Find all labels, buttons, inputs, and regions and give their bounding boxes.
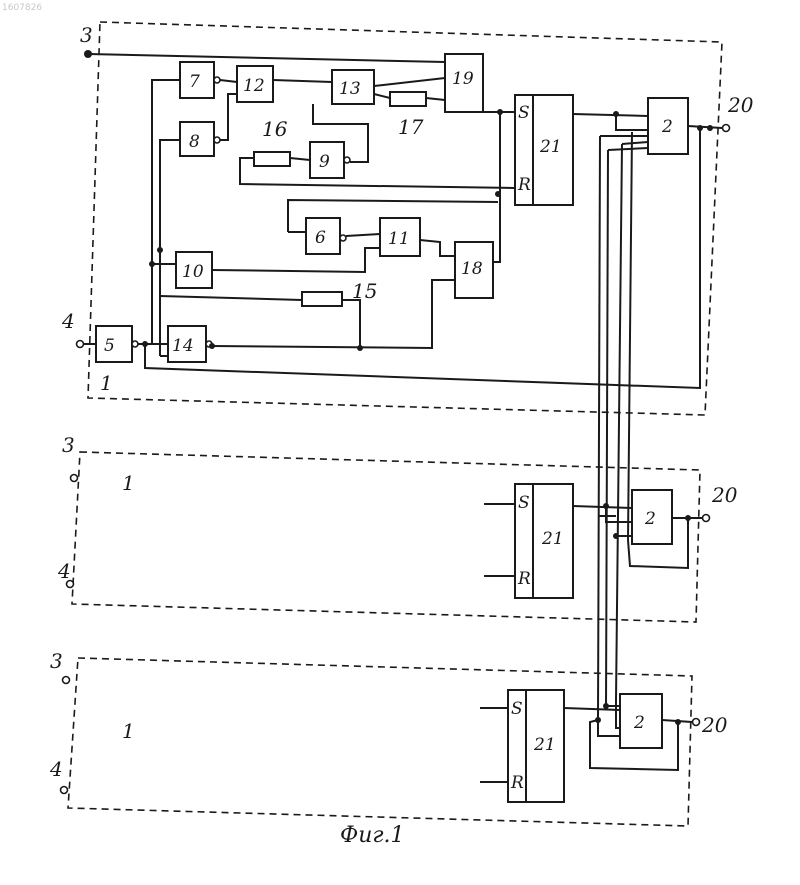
svg-text:S: S <box>518 493 530 513</box>
block-2-top-label: 2 <box>661 117 673 137</box>
svg-text:R: R <box>517 569 531 589</box>
block-10-label: 10 <box>182 262 204 282</box>
block-7-label: 7 <box>189 72 200 92</box>
resistor-16-label: 16 <box>262 117 288 141</box>
terminal-20-middle-label: 20 <box>711 483 738 507</box>
terminal-4-label: 4 <box>61 309 75 333</box>
svg-text:21: 21 <box>533 735 556 755</box>
svg-text:S: S <box>511 699 523 719</box>
svg-text:4: 4 <box>57 559 71 583</box>
svg-text:R: R <box>510 773 524 793</box>
block-6-label: 6 <box>315 228 326 248</box>
block-11-label: 11 <box>388 229 410 249</box>
terminal-4-bottom <box>61 787 68 794</box>
resistor-17-label: 17 <box>398 115 424 139</box>
module-middle-label: 1 <box>122 471 135 495</box>
block-8-label: 8 <box>189 132 200 152</box>
module-middle: 3 4 1 S R 21 2 20 <box>57 433 738 622</box>
resistor-15 <box>302 292 342 306</box>
block-18-label: 18 <box>461 259 483 279</box>
block-13-label: 13 <box>339 79 361 99</box>
inter-module-bus <box>598 132 632 720</box>
block-12-label: 12 <box>243 76 265 96</box>
svg-text:3: 3 <box>62 433 75 457</box>
terminal-4-middle <box>67 581 74 588</box>
module-bottom-label: 1 <box>122 719 135 743</box>
svg-text:S: S <box>518 103 530 123</box>
terminal-20-top-label: 20 <box>727 93 754 117</box>
svg-text:2: 2 <box>633 713 645 733</box>
terminal-4 <box>77 341 84 348</box>
trigger-21-label: 21 <box>539 137 562 157</box>
resistor-16 <box>254 152 290 166</box>
terminal-3-label: 3 <box>80 23 93 47</box>
figure-caption: Фиг.1 <box>340 823 405 848</box>
block-5-label: 5 <box>104 336 115 356</box>
svg-text:4: 4 <box>49 757 63 781</box>
svg-text:R: R <box>517 175 531 195</box>
svg-text:3: 3 <box>50 649 63 673</box>
block-9-label: 9 <box>319 152 330 172</box>
terminal-20-bottom-label: 20 <box>701 713 728 737</box>
block-14-label: 14 <box>172 336 194 356</box>
resistor-17 <box>390 92 426 106</box>
svg-text:2: 2 <box>644 509 656 529</box>
terminal-3-bottom <box>63 677 70 684</box>
module-top-label: 1 <box>100 371 113 395</box>
block-19-label: 19 <box>452 69 474 89</box>
watermark-number: 1607826 <box>2 3 42 13</box>
svg-text:21: 21 <box>541 529 564 549</box>
module-bottom: 3 4 1 S R 21 2 20 <box>49 649 728 826</box>
module-top: 3 4 7 12 13 19 17 8 16 9 S R 21 2 <box>61 22 754 415</box>
terminal-3-middle <box>71 475 78 482</box>
